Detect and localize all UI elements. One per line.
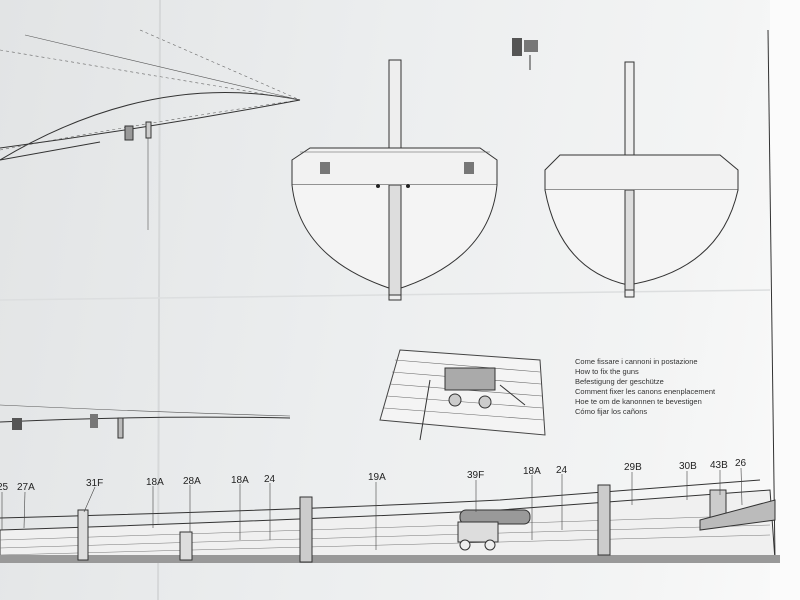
hull-section-fore (544, 61, 739, 298)
part-label: 43B (710, 460, 728, 471)
part-label: 19A (368, 472, 386, 483)
border-line (767, 29, 776, 561)
part-label: 24 (264, 474, 276, 485)
caption-english: How to fix the guns (575, 367, 639, 376)
gun-fixing-detail (379, 349, 546, 441)
part-label: 26 (735, 458, 747, 469)
part-label: 39F (467, 470, 484, 481)
caption-french: Comment fixer les canons enenplacement (575, 387, 716, 396)
hull-profile (0, 479, 780, 563)
part-label: 18A (231, 475, 249, 486)
part-label: 25 (0, 482, 9, 493)
caption-german: Befestigung der geschütze (575, 377, 664, 386)
caption-spanish: Cómo fijar los cañons (575, 407, 647, 416)
sail-and-boom (0, 29, 301, 230)
spar-detail (0, 404, 291, 439)
caption-italian: Come fissare i cannoni in postazione (575, 357, 698, 366)
part-label: 24 (556, 465, 568, 476)
part-labels: 25 27A 31F 18A 28A 18A 24 19A 39F 18A 24… (0, 458, 747, 550)
gun-fixing-caption: Come fissare i cannoni in postazione How… (575, 357, 716, 416)
part-label: 27A (17, 482, 35, 493)
part-label: 18A (523, 466, 541, 477)
part-label: 31F (86, 478, 103, 489)
fold-line (0, 289, 771, 301)
block-fitting (512, 38, 538, 70)
part-label: 18A (146, 477, 164, 488)
caption-dutch: Hoe te om de kanonnen te bevestigen (575, 397, 702, 406)
part-label: 29B (624, 462, 642, 473)
part-label: 30B (679, 461, 697, 472)
part-label: 28A (183, 476, 201, 487)
hull-section-aft (291, 59, 498, 301)
fold-line (157, 0, 161, 600)
